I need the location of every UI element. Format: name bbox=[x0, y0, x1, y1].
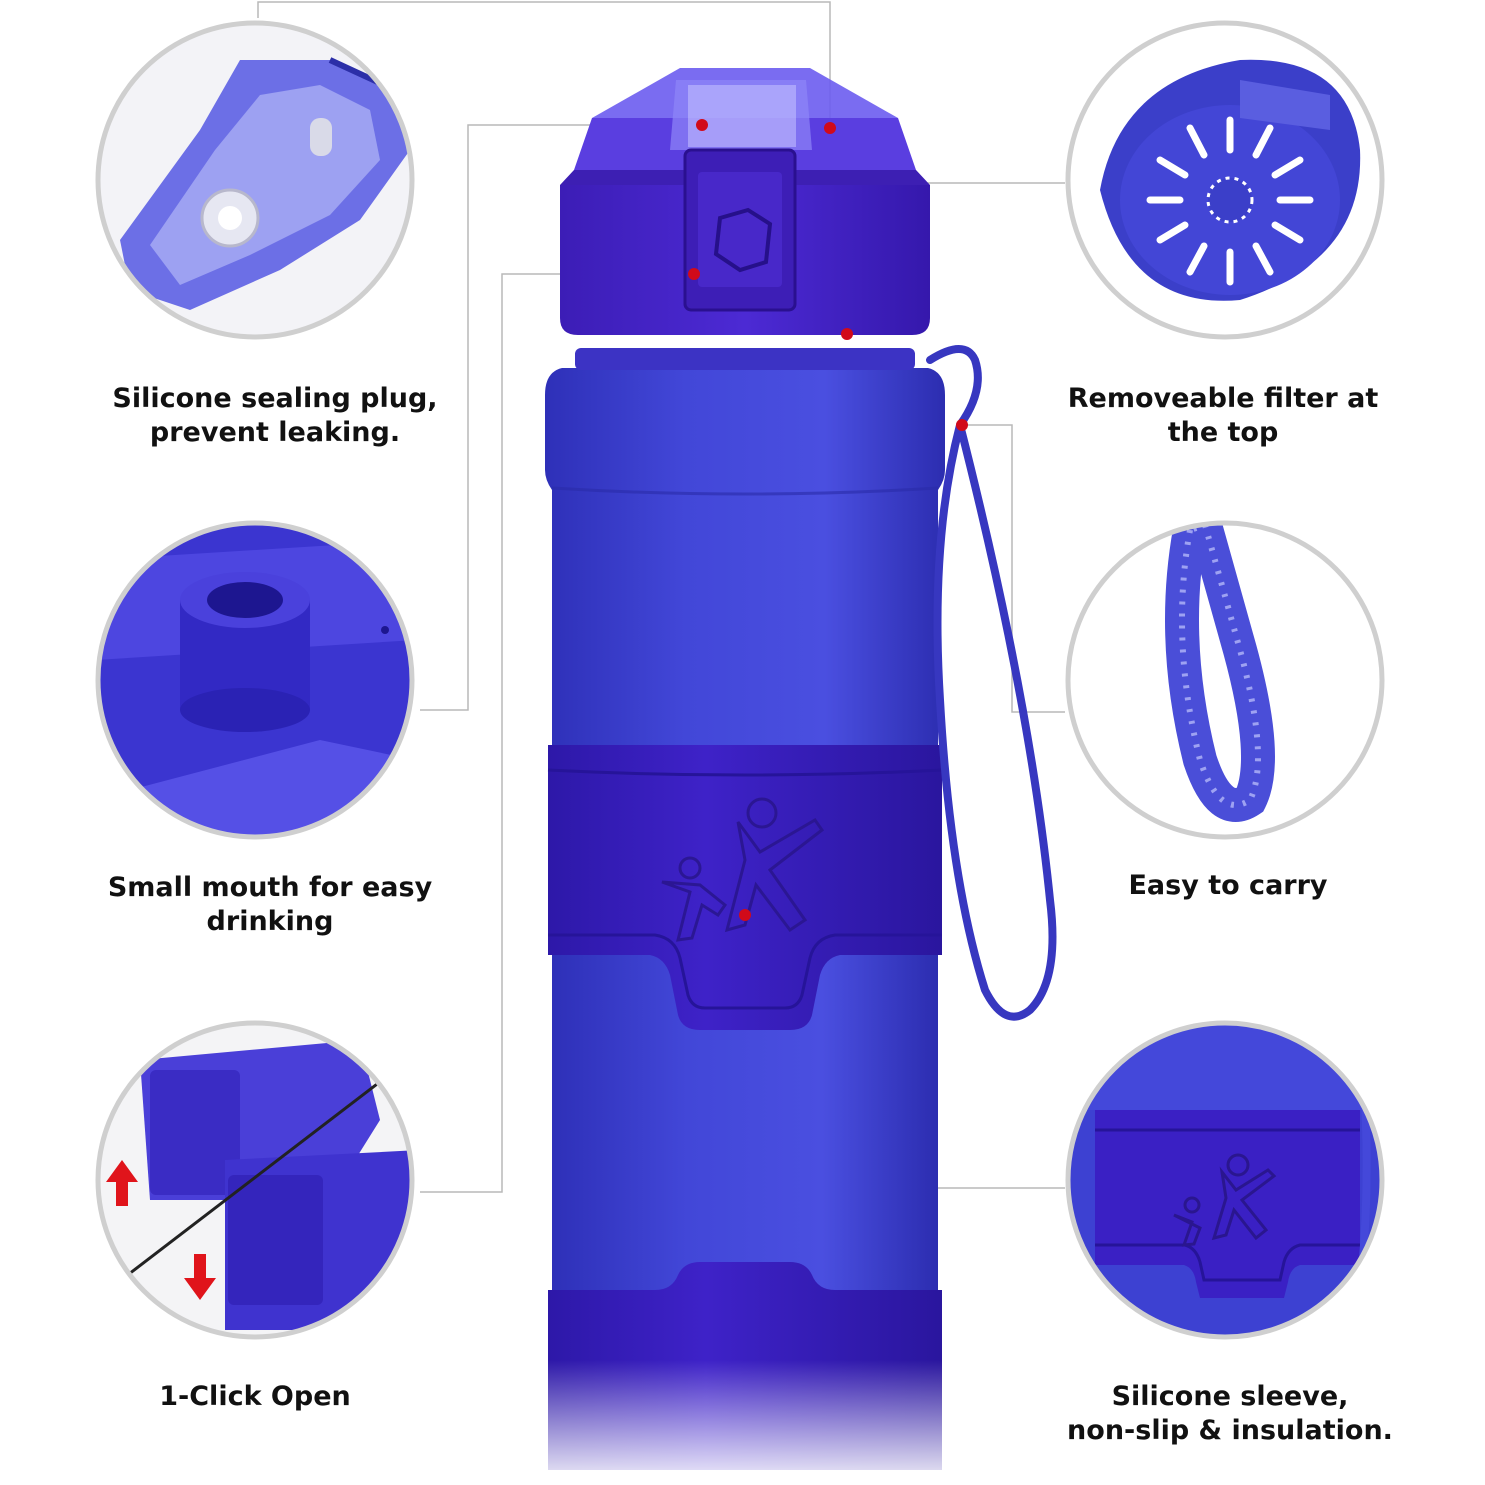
water-bottle bbox=[540, 68, 1057, 1485]
caption-line: prevent leaking. bbox=[149, 417, 401, 448]
caption-small-mouth: Small mouth for easy drinking bbox=[90, 871, 450, 939]
caption-line: Silicone sealing plug, bbox=[112, 383, 438, 414]
caption-one-click: 1-Click Open bbox=[75, 1380, 435, 1414]
arrow-up-icon bbox=[106, 1160, 138, 1206]
caption-line: non-slip & insulation. bbox=[1067, 1415, 1393, 1446]
caption-line: Small mouth for easy bbox=[107, 872, 433, 903]
silicone-sleeve-illustration bbox=[1065, 1020, 1385, 1340]
caption-sealing-plug: Silicone sealing plug, prevent leaking. bbox=[95, 382, 455, 450]
mouth-spout-illustration bbox=[95, 520, 415, 840]
caption-strap: Easy to carry bbox=[1048, 869, 1408, 903]
brand-figure-logo bbox=[661, 797, 825, 942]
caption-line: Easy to carry bbox=[1128, 870, 1328, 901]
caption-line: Silicone sleeve, bbox=[1111, 1381, 1349, 1412]
arrow-down-icon bbox=[184, 1254, 216, 1300]
marker-dots bbox=[688, 119, 968, 921]
caption-line: drinking bbox=[206, 906, 334, 937]
caption-line: Removeable filter at bbox=[1067, 383, 1379, 414]
caption-sleeve: Silicone sleeve, non-slip & insulation. bbox=[1040, 1380, 1420, 1448]
caption-filter: Removeable filter at the top bbox=[1043, 382, 1403, 450]
caption-line: 1-Click Open bbox=[159, 1381, 351, 1412]
lid-closeup-illustration bbox=[95, 20, 415, 340]
one-click-lid-illustration bbox=[95, 1020, 415, 1340]
caption-line: the top bbox=[1167, 417, 1279, 448]
filter-basket-illustration bbox=[1065, 20, 1385, 340]
carry-strap-illustration bbox=[1065, 520, 1385, 840]
